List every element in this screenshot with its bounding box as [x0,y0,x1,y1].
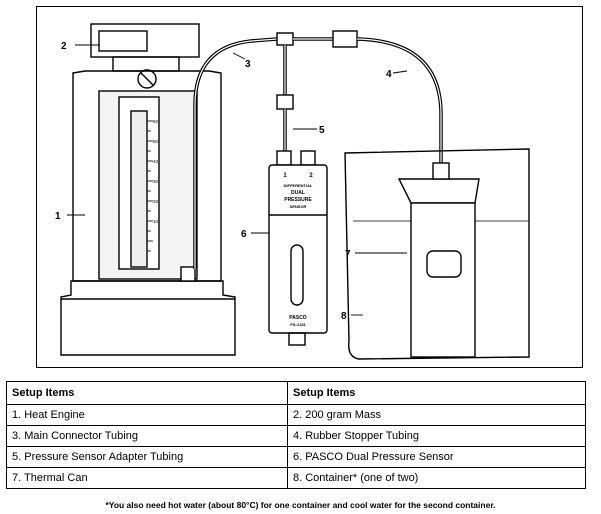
svg-text:DIFFERENTIAL: DIFFERENTIAL [284,183,313,188]
callout-7: 7 [345,249,351,260]
svg-text:20: 20 [153,199,159,204]
svg-text:30: 30 [153,179,159,184]
table-row: 3. Main Connector Tubing 4. Rubber Stopp… [6,425,586,447]
apparatus-diagram: 2 1 3 4 5 6 7 8 60 50 40 30 20 10 1 2 DI… [55,23,530,360]
callout-3: 3 [245,59,251,70]
table-cell: 6. PASCO Dual Pressure Sensor [287,446,586,468]
callout-4: 4 [386,69,392,80]
thermal-can [410,202,476,358]
svg-text:50: 50 [153,139,159,144]
apparatus-figure: 2 1 3 4 5 6 7 8 60 50 40 30 20 10 1 2 DI… [36,6,583,368]
callout-8: 8 [341,311,347,322]
table-cell: 5. Pressure Sensor Adapter Tubing [6,446,288,468]
svg-text:PS-2181: PS-2181 [290,322,306,327]
svg-text:2: 2 [309,173,313,179]
table-row: 5. Pressure Sensor Adapter Tubing 6. PAS… [6,446,586,468]
table-cell: 2. 200 gram Mass [287,404,586,426]
svg-text:60: 60 [153,119,159,124]
table-header: Setup Items [287,381,586,405]
heat-engine-base [60,280,236,356]
table-row: 1. Heat Engine 2. 200 gram Mass [6,404,586,426]
svg-text:PRESSURE: PRESSURE [284,197,312,203]
table-header-row: Setup Items Setup Items [6,381,586,405]
callout-6: 6 [241,229,247,240]
setup-items-table: Setup Items Setup Items 1. Heat Engine 2… [6,381,586,489]
table-cell: 3. Main Connector Tubing [6,425,288,447]
svg-text:40: 40 [153,159,159,164]
svg-text:1: 1 [283,173,287,179]
svg-text:DUAL: DUAL [291,190,305,196]
callout-2: 2 [61,41,67,52]
table-cell: 7. Thermal Can [6,467,288,489]
table-cell: 8. Container* (one of two) [287,467,586,489]
svg-text:10: 10 [153,219,159,224]
svg-text:SENSOR: SENSOR [290,204,307,209]
svg-text:PASCO: PASCO [289,315,307,321]
table-cell: 1. Heat Engine [6,404,288,426]
table-header: Setup Items [6,381,288,405]
callout-1: 1 [55,211,61,222]
footnote: *You also need hot water (about 80°C) fo… [105,500,496,510]
table-cell: 4. Rubber Stopper Tubing [287,425,586,447]
table-row: 7. Thermal Can 8. Container* (one of two… [6,467,586,489]
callout-5: 5 [319,125,325,136]
